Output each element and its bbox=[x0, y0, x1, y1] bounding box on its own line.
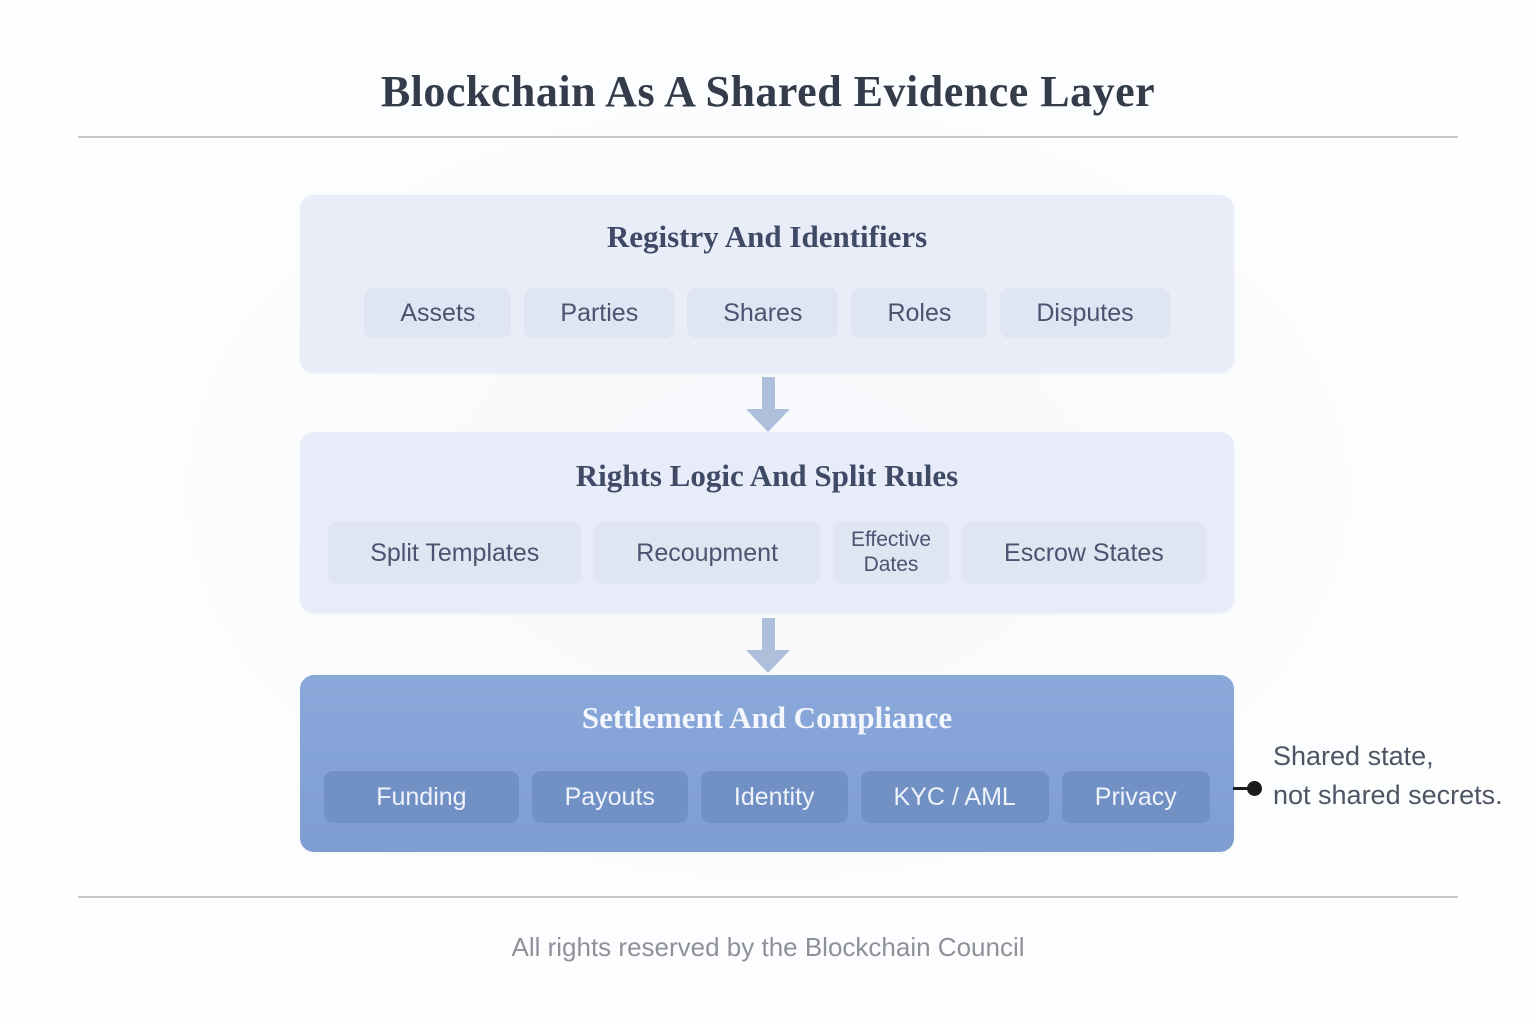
down-arrow-icon bbox=[746, 618, 790, 673]
chip-roles: Roles bbox=[851, 288, 988, 338]
arrow-shaft bbox=[761, 618, 775, 650]
callout-note: Shared state, not shared secrets. bbox=[1273, 737, 1503, 815]
chip-assets: Assets bbox=[364, 288, 512, 338]
chip-split-templates: Split Templates bbox=[328, 522, 582, 584]
chip-recoupment: Recoupment bbox=[594, 522, 821, 584]
top-divider bbox=[78, 136, 1458, 138]
layer-title: Rights Logic And Split Rules bbox=[575, 458, 959, 493]
layer-title: Registry And Identifiers bbox=[606, 219, 928, 254]
chip-shares: Shares bbox=[687, 288, 839, 338]
layer-rights-logic-and-split-rules: Rights Logic And Split Rules Split Templ… bbox=[300, 432, 1234, 613]
layer-title: Settlement And Compliance bbox=[581, 700, 953, 735]
page-title: Blockchain As A Shared Evidence Layer bbox=[380, 67, 1156, 116]
footer-copyright: All rights reserved by the Blockchain Co… bbox=[511, 932, 1025, 962]
down-arrow-icon bbox=[746, 377, 790, 432]
chip-effective-dates: Effective Dates bbox=[833, 522, 950, 584]
arrow-head bbox=[746, 409, 790, 432]
arrow-head bbox=[746, 650, 790, 673]
arrow-shaft bbox=[761, 377, 775, 409]
callout-connector-line bbox=[1233, 787, 1250, 790]
callout-connector-dot bbox=[1247, 781, 1262, 796]
chip-privacy: Privacy bbox=[1061, 771, 1210, 823]
chip-kyc-aml: KYC / AML bbox=[860, 771, 1049, 823]
callout-line-1: Shared state, bbox=[1273, 741, 1434, 771]
chip-payouts: Payouts bbox=[531, 771, 688, 823]
bottom-divider bbox=[78, 896, 1458, 898]
chip-identity: Identity bbox=[700, 771, 848, 823]
chip-funding: Funding bbox=[324, 771, 519, 823]
chip-parties: Parties bbox=[524, 288, 675, 338]
callout-line-2: not shared secrets. bbox=[1273, 780, 1503, 810]
chip-escrow-states: Escrow States bbox=[962, 522, 1206, 584]
chip-disputes: Disputes bbox=[1000, 288, 1170, 338]
